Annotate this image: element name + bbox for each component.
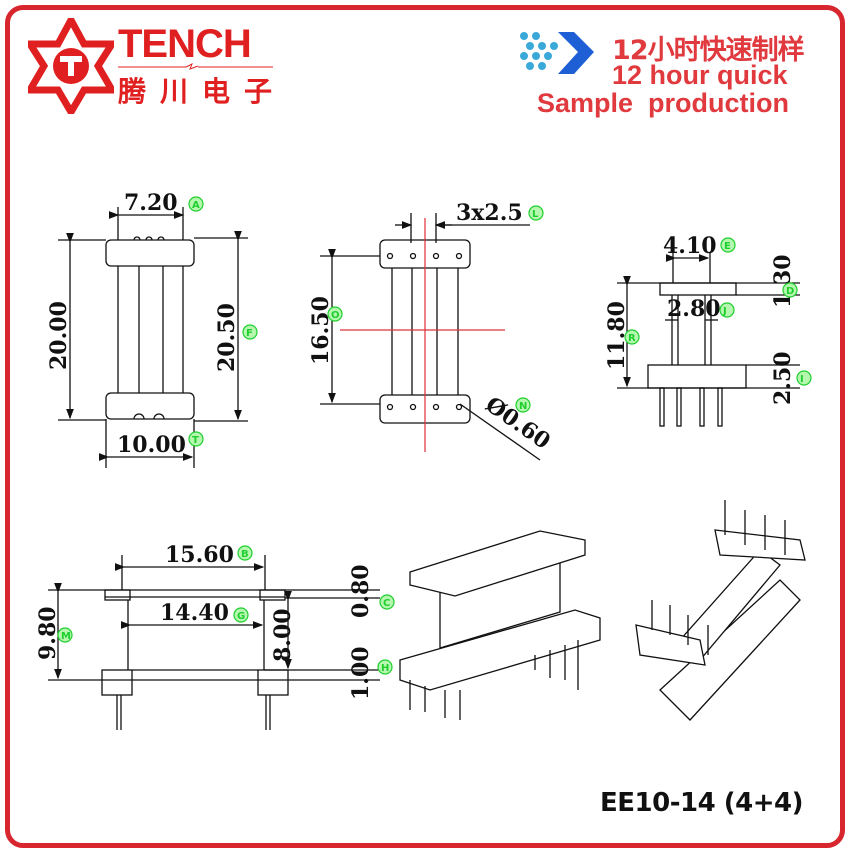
promo-line-2: Sample production [537, 88, 790, 118]
center-lines [340, 218, 505, 452]
dim-text: 20.50 [214, 303, 240, 372]
svg-text:L: L [532, 209, 539, 220]
tench-star-logo-icon [28, 18, 114, 114]
top-view [58, 207, 248, 468]
brand-name: TENCH [118, 22, 252, 66]
promo-line-1: 12 hour quick [612, 60, 788, 90]
svg-text:D: D [786, 286, 794, 297]
svg-text:J: J [722, 306, 727, 317]
dim-text: 1.30 [770, 254, 796, 308]
dim-text: 16.50 [308, 296, 334, 365]
svg-text:R: R [628, 333, 636, 344]
svg-text:E: E [724, 241, 731, 252]
svg-text:I: I [800, 374, 804, 385]
svg-text:A: A [192, 200, 200, 211]
svg-text:O: O [331, 310, 340, 321]
dim-text: 0.80 [348, 564, 374, 618]
svg-text:C: C [383, 598, 390, 609]
dim-text: 2.80 [667, 296, 721, 322]
dim-text: 7.20 [124, 190, 178, 216]
brand-chinese-name: 腾川电子 [118, 75, 287, 108]
fast-forward-dots-icon [520, 32, 594, 74]
brand-divider-line [118, 63, 273, 70]
svg-text:F: F [246, 328, 253, 339]
dim-text: 9.80 [35, 606, 61, 660]
svg-text:N: N [519, 401, 527, 412]
front-view [48, 555, 380, 730]
svg-text:B: B [241, 549, 249, 560]
svg-text:G: G [237, 611, 245, 622]
dim-text: 4.10 [663, 233, 717, 259]
dim-label-badges: A F T L O N E D J R I B C G M H [57, 196, 812, 675]
svg-text:T: T [192, 435, 199, 446]
svg-text:H: H [381, 663, 389, 674]
svg-text:M: M [61, 631, 71, 642]
promo-chinese: 12小时快速制样 [612, 35, 805, 66]
dim-text: 3x2.5 [456, 200, 523, 226]
red-frame-border [5, 5, 845, 848]
dim-text: 10.00 [117, 432, 186, 458]
isometric-rear-view [635, 500, 806, 721]
dim-text: 20.00 [46, 301, 72, 370]
isometric-front-view [399, 530, 601, 720]
dim-text: 15.60 [165, 542, 234, 568]
dim-text: 8.00 [270, 608, 296, 662]
dim-text: 2.50 [770, 351, 796, 405]
dim-text: 14.40 [160, 600, 229, 626]
model-number: EE10-14 (4+4) [600, 788, 803, 818]
dim-text: 1.00 [348, 646, 374, 700]
